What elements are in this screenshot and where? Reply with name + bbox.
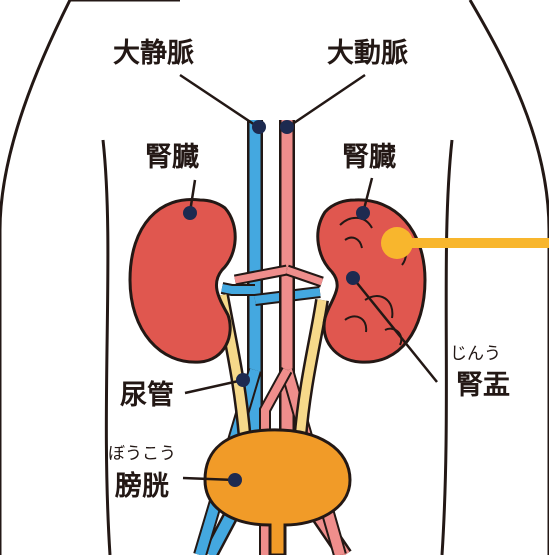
label-kidney-right: 腎臓 bbox=[342, 142, 396, 173]
label-pelvis: 腎盂 bbox=[456, 370, 510, 401]
label-ureter: 尿管 bbox=[120, 380, 174, 411]
label-vena-cava: 大静脈 bbox=[113, 38, 194, 69]
highlight-pointer bbox=[381, 227, 549, 259]
label-bladder-reading: ぼうこう bbox=[108, 444, 176, 464]
kidney-left bbox=[130, 199, 235, 362]
label-bladder: 膀胱 bbox=[114, 470, 169, 502]
label-pelvis-reading: じんう bbox=[450, 344, 501, 364]
arm-outline-left bbox=[15, 70, 28, 230]
ureter-right bbox=[300, 300, 322, 440]
kidney-right bbox=[318, 200, 425, 362]
label-kidney-left: 腎臓 bbox=[145, 142, 199, 173]
label-aorta: 大動脈 bbox=[327, 38, 408, 69]
